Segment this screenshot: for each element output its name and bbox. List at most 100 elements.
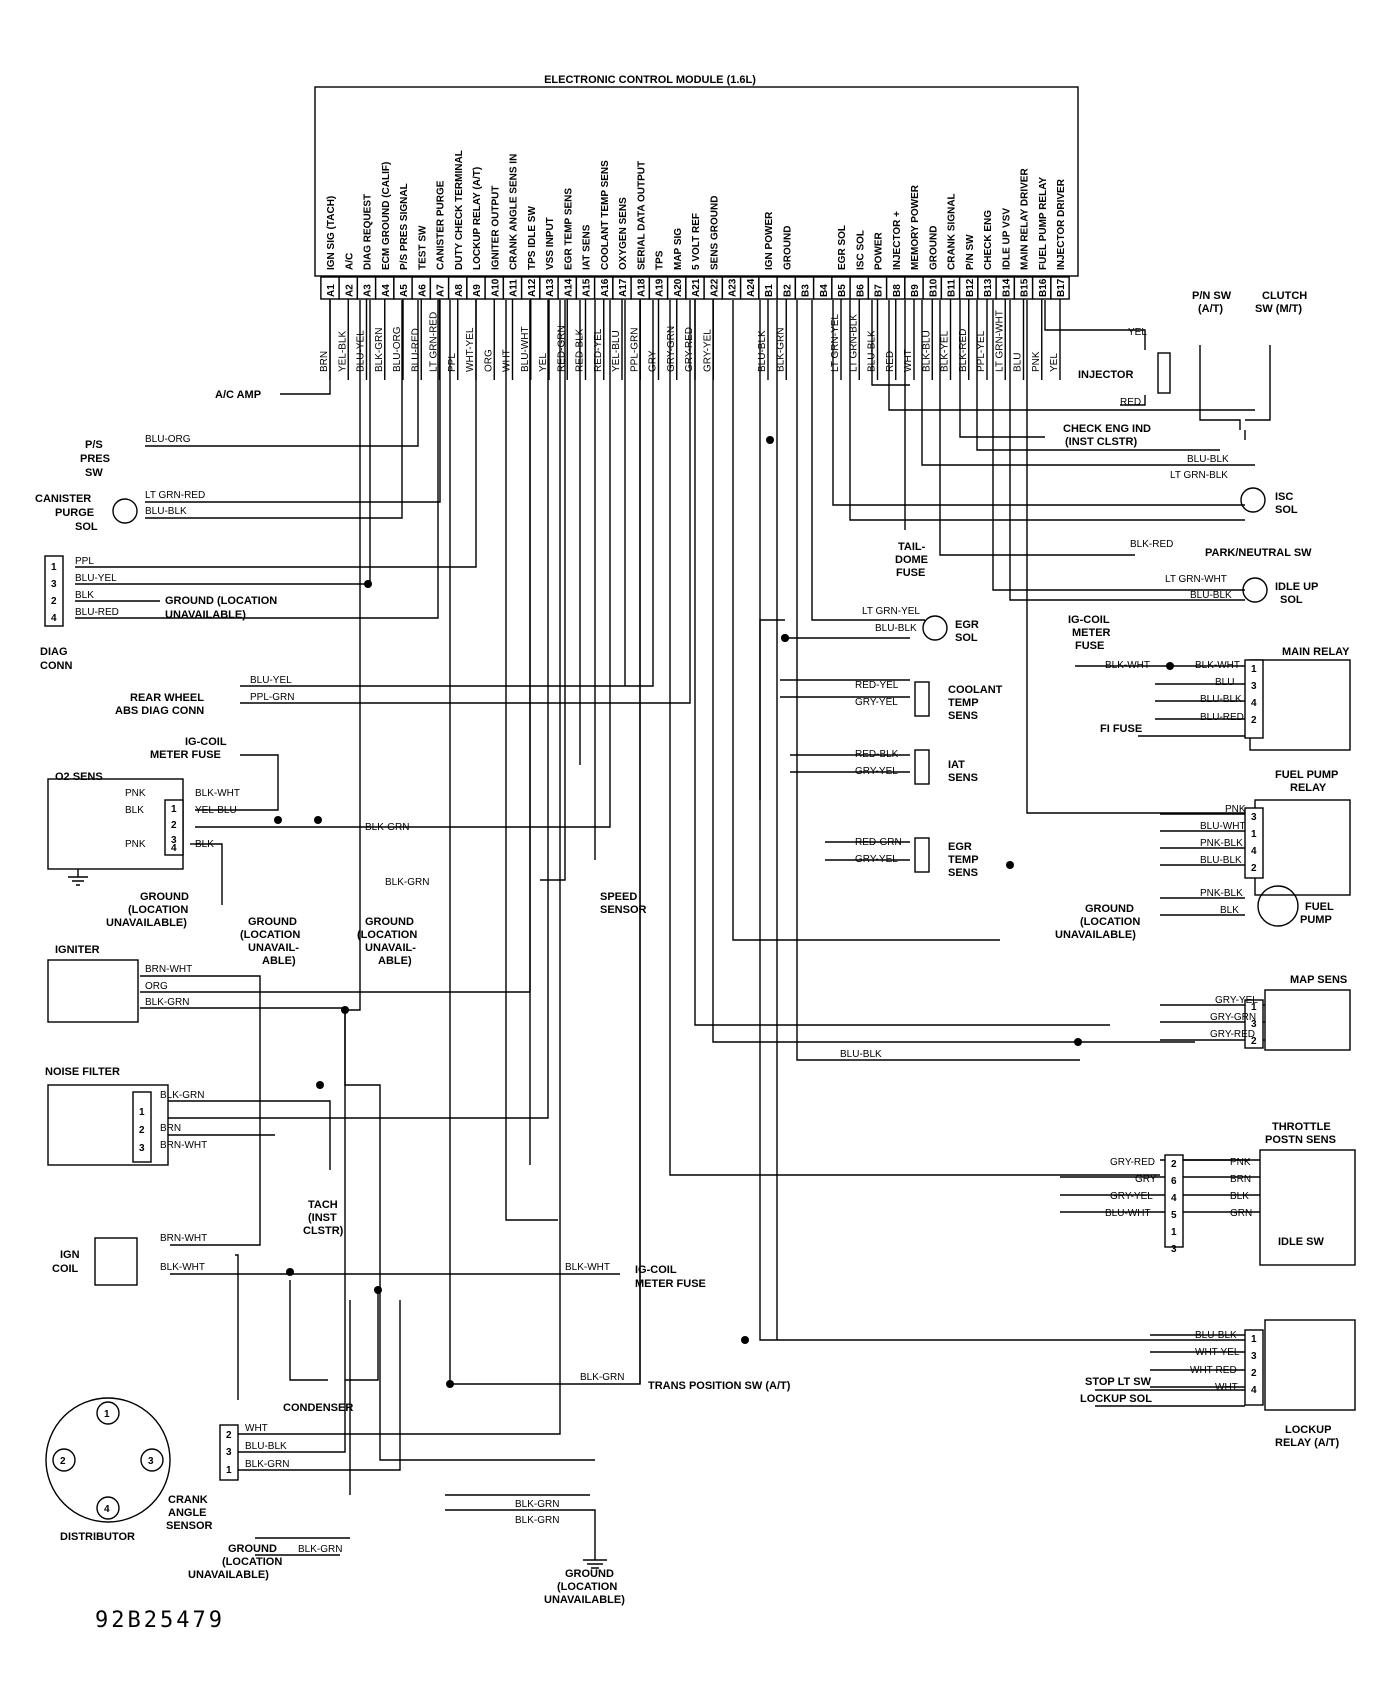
ecm-wire-color: PPL-YEL (976, 330, 987, 372)
ecm-pin-id: A4 (381, 284, 392, 297)
ig-coil-fuse-label-1: IG-COIL (185, 736, 227, 748)
ecm-pin-id: B8 (892, 284, 903, 297)
svg-text:RED-GRN: RED-GRN (855, 837, 902, 848)
svg-text:BLU-WHT: BLU-WHT (1200, 821, 1246, 832)
ecm-wire-color: YEL-BLK (337, 331, 348, 372)
svg-text:BRN-WHT: BRN-WHT (145, 964, 192, 975)
svg-text:GRY-YEL: GRY-YEL (1110, 1191, 1153, 1202)
ecm-pin-label: IGN SIG (TACH) (326, 196, 337, 270)
ecm-pin-label: IGNITER OUTPUT (490, 186, 501, 270)
ecm-pin-label: SENS GROUND (709, 196, 720, 270)
ecm-wire-color: BLU-RED (410, 328, 421, 372)
ecm-pin-id: B15 (1020, 278, 1031, 297)
canister-label-2: PURGE (55, 507, 94, 519)
ground-mid2-label-1: GROUND (365, 916, 414, 928)
svg-text:1: 1 (51, 562, 57, 573)
pn-sw-label-1: P/N SW (1192, 290, 1232, 302)
svg-text:1: 1 (226, 1465, 232, 1476)
svg-text:BLU-YEL: BLU-YEL (250, 675, 292, 686)
svg-text:3: 3 (51, 579, 57, 590)
svg-text:BLK-GRN: BLK-GRN (580, 1372, 624, 1383)
svg-text:3: 3 (226, 1447, 232, 1458)
park-neutral-label: PARK/NEUTRAL SW (1205, 547, 1312, 559)
ground-mid2-label-2: (LOCATION (357, 929, 417, 941)
svg-text:1: 1 (1251, 1002, 1257, 1013)
ecm-wire-color: GRY-YEL (702, 329, 713, 372)
noise-filter-label: NOISE FILTER (45, 1066, 120, 1078)
svg-text:BLK: BLK (195, 839, 214, 850)
ecm-pin-label: CHECK ENG (983, 210, 994, 270)
svg-text:RED-YEL: RED-YEL (855, 680, 899, 691)
ecm-pin-id: B4 (819, 284, 830, 297)
svg-text:1: 1 (1171, 1227, 1177, 1238)
svg-text:GRY: GRY (1135, 1174, 1157, 1185)
svg-text:BLK: BLK (1230, 1191, 1249, 1202)
ground-label-1b: UNAVAILABLE) (165, 609, 246, 621)
svg-text:LT GRN-YEL: LT GRN-YEL (862, 606, 920, 617)
ecm-pin-label: EGR TEMP SENS (563, 188, 574, 270)
tail-dome-label-3: FUSE (896, 567, 925, 579)
ecm-pin-id: A20 (673, 278, 684, 297)
ecm-pin-id: A1 (326, 284, 337, 297)
svg-text:2: 2 (1251, 1036, 1257, 1047)
crank-angle-label-1: CRANK (168, 1494, 208, 1506)
ecm-pin-label: MEMORY POWER (910, 184, 921, 270)
egr-temp-label-3: SENS (948, 867, 978, 879)
svg-text:BLK-GRN: BLK-GRN (145, 997, 189, 1008)
diag-conn-label-1: DIAG (40, 646, 68, 658)
svg-text:2: 2 (1251, 1368, 1257, 1379)
ig-coil-fuse2-label-1: IG-COIL (635, 1264, 677, 1276)
ecm-wire-color: BLK-RED (958, 329, 969, 372)
tail-dome-label-2: DOME (895, 554, 928, 566)
iat-label-2: SENS (948, 772, 978, 784)
ig-coil-fuse3-label-1: IG-COIL (1068, 614, 1110, 626)
svg-text:2: 2 (1251, 715, 1257, 726)
svg-text:BLU-BLK: BLU-BLK (1187, 454, 1229, 465)
svg-text:PPL-GRN: PPL-GRN (250, 692, 294, 703)
svg-text:WHT-YEL: WHT-YEL (1195, 1347, 1240, 1358)
ecm-wire-color: GRY-GRN (666, 326, 677, 372)
ecm-pin-label: INJECTOR DRIVER (1056, 178, 1067, 270)
coolant-label-1: COOLANT (948, 684, 1003, 696)
ground-bottom-label-3: UNAVAILABLE) (544, 1594, 625, 1606)
svg-text:BLU-BLK: BLU-BLK (840, 1049, 882, 1060)
ecm-pin-id: A7 (436, 284, 447, 297)
check-eng-label-2: (INST CLSTR) (1065, 436, 1137, 448)
ign-coil-label-2: COIL (52, 1263, 79, 1275)
svg-text:BLK-GRN: BLK-GRN (245, 1459, 289, 1470)
ecm-pin-id: A11 (509, 279, 520, 297)
ecm-pin-id: A17 (618, 278, 629, 297)
svg-text:YEL-BLU: YEL-BLU (195, 805, 237, 816)
ecm-pin-id: B12 (965, 278, 976, 297)
tach-label-2: (INST (308, 1212, 337, 1224)
ecm-pin-id: A10 (490, 278, 501, 297)
ecm-wire-color: PNK (1031, 351, 1042, 372)
svg-text:BLU-ORG: BLU-ORG (145, 434, 191, 445)
ecm-pin-label: POWER (874, 231, 885, 270)
ecm-wire-color: BRN (319, 351, 330, 372)
injector-label: INJECTOR (1078, 369, 1133, 381)
lockup-sol-label: LOCKUP SOL (1080, 1393, 1152, 1405)
throttle-label-2: POSTN SENS (1265, 1134, 1336, 1146)
svg-text:BLU-BLK: BLU-BLK (1195, 1330, 1237, 1341)
ecm-wire-color: WHT-YEL (465, 327, 476, 372)
throttle-label-1: THROTTLE (1272, 1121, 1331, 1133)
ground-o2-label-2: (LOCATION (128, 904, 188, 916)
component-labels: A/C AMP P/S PRES SW CANISTER PURGE SOL D… (35, 290, 1350, 1606)
ecm-pin-label: P/N SW (965, 234, 976, 270)
svg-text:BLK-GRN: BLK-GRN (160, 1090, 204, 1101)
svg-text:2: 2 (51, 596, 57, 607)
ecm-pin-label: MAIN RELAY DRIVER (1020, 168, 1031, 270)
svg-text:BRN-WHT: BRN-WHT (160, 1140, 207, 1151)
svg-text:BLU-YEL: BLU-YEL (75, 573, 117, 584)
clutch-sw-label-2: SW (M/T) (1255, 303, 1302, 315)
svg-text:WHT: WHT (245, 1423, 268, 1434)
svg-text:WHT-RED: WHT-RED (1190, 1365, 1237, 1376)
svg-text:3: 3 (1171, 1244, 1177, 1255)
svg-text:LT GRN-WHT: LT GRN-WHT (1165, 574, 1227, 585)
ecm-pin-id: A9 (472, 284, 483, 297)
idle-up-label-2: SOL (1280, 594, 1303, 606)
svg-text:BLK-GRN: BLK-GRN (385, 877, 429, 888)
svg-text:1: 1 (139, 1107, 145, 1118)
